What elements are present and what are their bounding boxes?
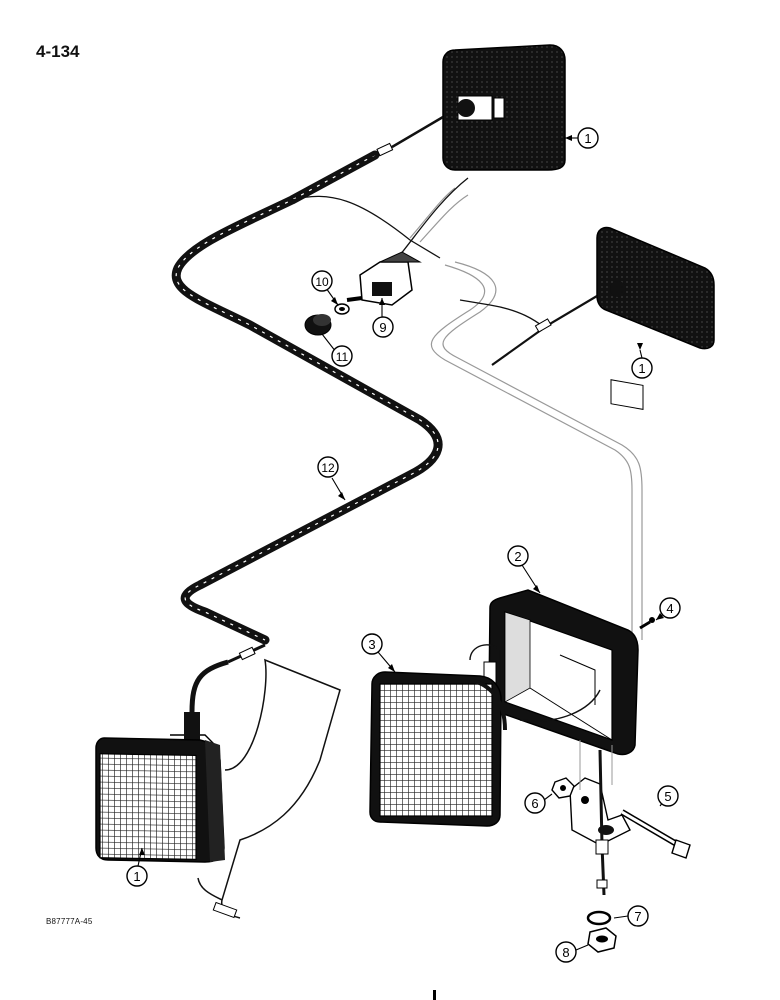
callout-lamp-top: 1 — [577, 127, 599, 149]
callout-lamp-right: 1 — [631, 357, 653, 379]
lamp-housing — [469, 589, 639, 756]
lamp-top — [364, 44, 566, 171]
callout-label: 6 — [531, 796, 538, 811]
screw — [639, 617, 655, 630]
callout-large-nut: 8 — [555, 941, 577, 963]
page-tick — [433, 990, 436, 1000]
lamp-bottom-left — [95, 643, 341, 919]
callout-label: 4 — [666, 601, 673, 616]
callout-lens: 3 — [361, 633, 383, 655]
callout-label: 11 — [336, 350, 349, 364]
lamp-right — [491, 226, 715, 410]
switch-wires — [291, 177, 546, 329]
callout-arrows — [139, 135, 664, 855]
figure-code: B87777A-45 — [46, 917, 93, 926]
switch-knob — [304, 314, 332, 336]
lock-washer — [586, 910, 612, 926]
callout-lamp-bottom-left: 1 — [126, 865, 148, 887]
callout-label: 12 — [321, 461, 335, 475]
callout-label: 1 — [584, 131, 591, 146]
switch — [346, 251, 422, 306]
callout-switch-nut: 10 — [311, 270, 333, 292]
callout-switch: 9 — [372, 316, 394, 338]
callout-label: 1 — [133, 869, 140, 884]
bolt — [620, 809, 691, 859]
wire-harness-branch — [409, 187, 643, 640]
large-nut — [587, 927, 617, 953]
callout-switch-knob: 11 — [331, 345, 353, 367]
callout-label: 3 — [368, 637, 375, 652]
switch-nut — [334, 303, 350, 315]
callout-label: 5 — [664, 789, 671, 804]
callout-label: 7 — [634, 909, 641, 924]
callout-label: 2 — [514, 549, 521, 564]
callout-label: 8 — [562, 945, 569, 960]
callout-label: 10 — [315, 275, 329, 289]
page-number: 4-134 — [36, 42, 80, 61]
wire-harness — [171, 150, 443, 645]
mounting-bracket — [569, 740, 631, 896]
callout-label: 9 — [379, 320, 386, 335]
callout-housing: 2 — [507, 545, 529, 567]
lamp-lens — [369, 671, 507, 827]
callout-label: 1 — [638, 361, 645, 376]
callout-lock-washer: 7 — [627, 905, 649, 927]
callout-harness: 12 — [317, 456, 339, 478]
callout-small-nut: 6 — [524, 792, 546, 814]
callout-screw: 4 — [659, 597, 681, 619]
callout-bolt: 5 — [657, 785, 679, 807]
small-nut — [551, 777, 575, 799]
